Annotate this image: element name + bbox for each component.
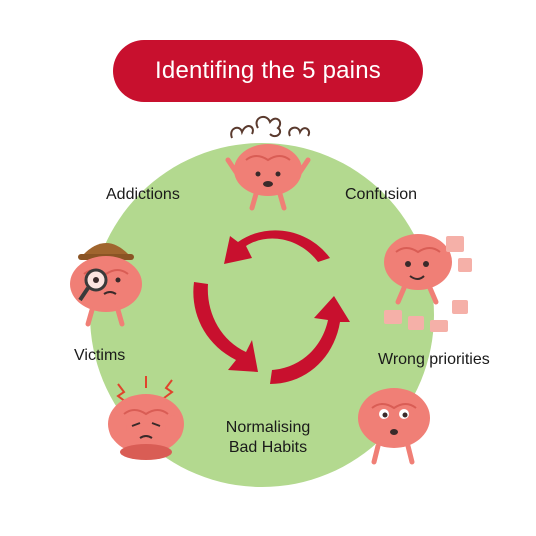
label-normalising-bad-habits: Normalising Bad Habits xyxy=(210,418,326,458)
detective-brain-icon xyxy=(70,243,142,327)
title-banner: Identifing the 5 pains xyxy=(113,40,423,102)
label-addictions: Addictions xyxy=(106,186,180,203)
puzzle-brain-icon xyxy=(384,234,472,332)
thinking-brain-icon xyxy=(358,388,430,465)
label-wrong-priorities: Wrong priorities xyxy=(378,351,490,368)
label-confusion: Confusion xyxy=(345,186,418,203)
label-normalising-line1: Normalising xyxy=(225,419,311,436)
confused-brain-icon xyxy=(225,115,311,211)
background-circle xyxy=(90,143,434,487)
diagram-title: Identifing the 5 pains xyxy=(155,57,381,84)
stressed-brain-icon xyxy=(108,376,184,460)
label-victims: Victims xyxy=(74,347,126,364)
three-arrow-cycle-icon xyxy=(193,230,350,384)
label-normalising-line2: Bad Habits xyxy=(228,439,308,456)
